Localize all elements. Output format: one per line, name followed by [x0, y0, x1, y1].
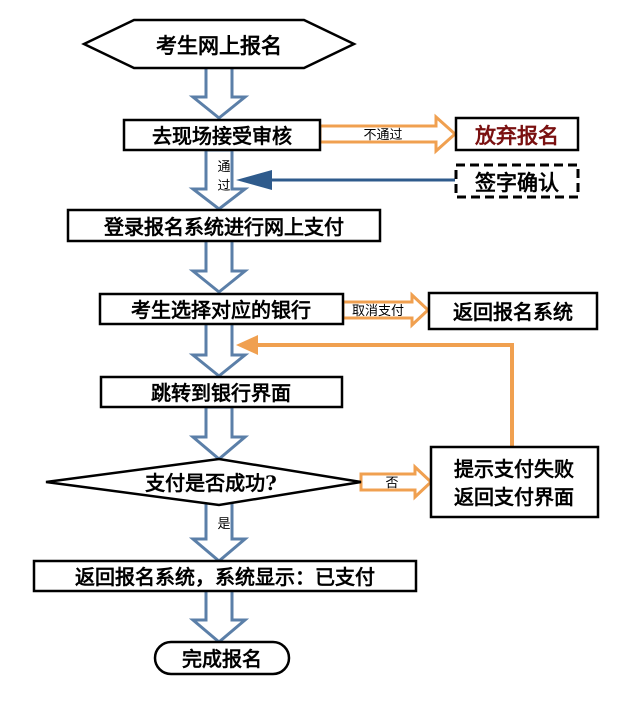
review-box [122, 118, 322, 152]
return-system-label: 返回报名系统 [453, 300, 573, 324]
cancel-pay-arrow [341, 291, 431, 329]
sign-confirm-box [454, 163, 580, 199]
fail-label-line1: 提示支付失败 [454, 457, 574, 481]
login-pay-label: 登录报名系统进行网上支付 [103, 215, 344, 239]
yes-branch-label: 是 [217, 517, 230, 532]
down-arrow-3 [188, 238, 250, 294]
pass-label-top: 通 [217, 160, 230, 175]
jump-bank-label: 跳转到银行界面 [151, 381, 291, 405]
decision-label: 支付是否成功? [145, 471, 277, 495]
payment-decision-diamond [45, 457, 362, 507]
return-paid-box [32, 559, 418, 593]
choose-bank-label: 考生选择对应的银行 [131, 298, 311, 322]
give-up-box [454, 116, 580, 152]
not-pass-label: 不通过 [363, 128, 402, 143]
down-arrow-6 [188, 498, 250, 563]
start-hexagon [81, 18, 357, 70]
retry-return-line [258, 343, 514, 447]
sign-confirm-label: 签字确认 [474, 170, 559, 195]
login-pay-box [66, 208, 382, 243]
fail-label-line2: 返回支付界面 [454, 485, 574, 509]
down-arrow-1 [188, 65, 250, 120]
retry-return-arrowhead [236, 335, 258, 355]
down-arrow-2 [188, 148, 250, 211]
review-label: 去现场接受审核 [152, 124, 292, 148]
pass-label-bottom: 过 [217, 179, 230, 194]
down-arrow-7 [188, 587, 250, 644]
down-arrow-4 [188, 321, 250, 378]
finish-terminator [153, 640, 291, 676]
no-branch-label: 否 [385, 476, 398, 491]
jump-bank-box [99, 375, 344, 409]
cancel-pay-label: 取消支付 [352, 304, 404, 319]
payment-fail-box [429, 445, 600, 519]
start-label: 考生网上报名 [156, 33, 282, 58]
down-arrow-5 [188, 405, 250, 461]
choose-bank-box [98, 292, 345, 326]
return-paid-label: 返回报名系统，系统显示：已支付 [75, 565, 375, 589]
not-pass-arrow [318, 113, 458, 155]
sign-confirm-arrowhead [236, 170, 272, 190]
finish-label: 完成报名 [182, 647, 262, 671]
no-branch-arrow [359, 463, 434, 501]
return-system-box [427, 291, 599, 331]
give-up-label: 放弃报名 [474, 123, 559, 148]
